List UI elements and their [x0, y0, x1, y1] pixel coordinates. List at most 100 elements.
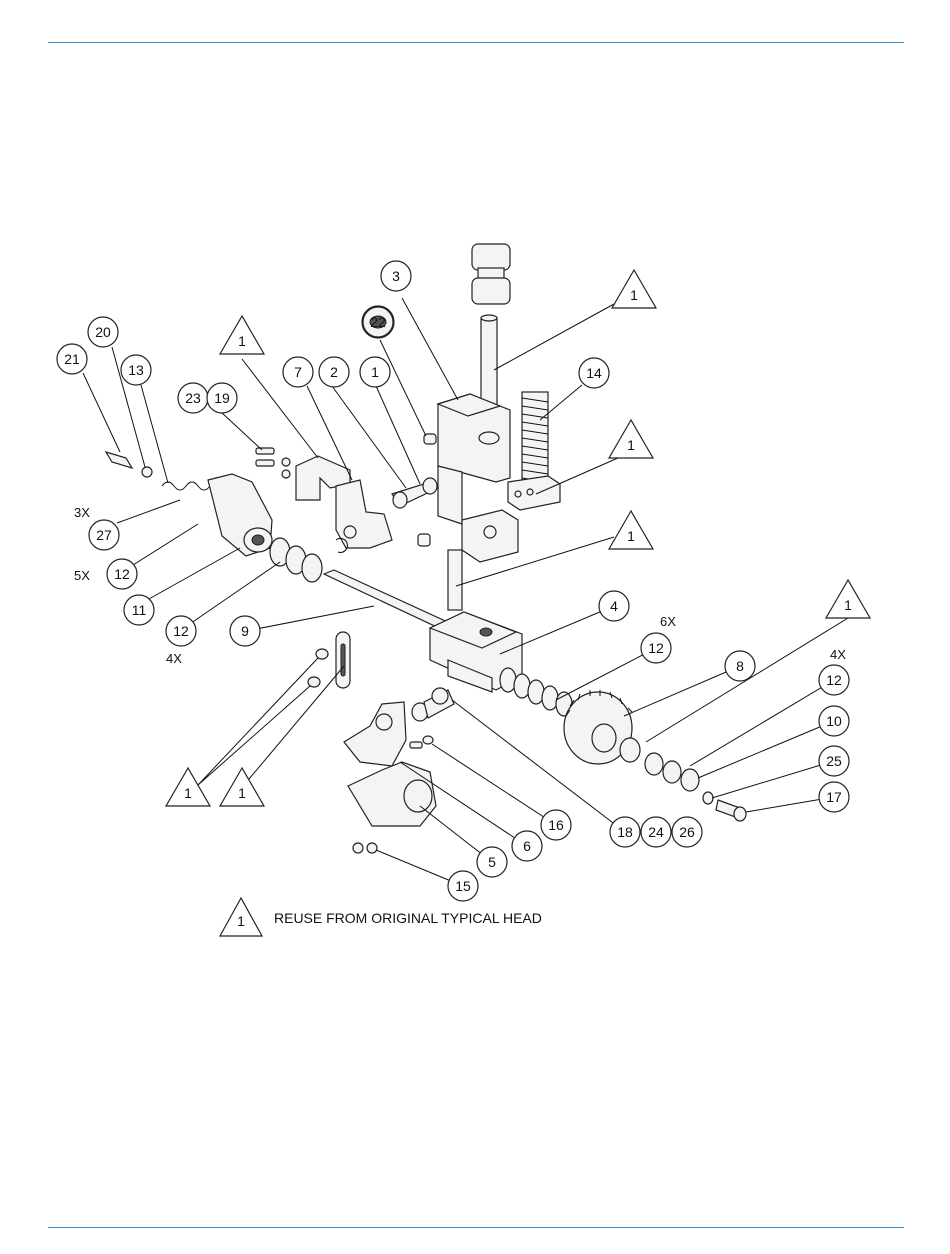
callout-balloon: 5 [477, 847, 507, 877]
part-block-3 [438, 394, 518, 562]
callout-label: 10 [826, 713, 842, 729]
callout-balloon: 10 [819, 706, 849, 736]
callout-label: 12 [173, 623, 189, 639]
callout-balloon: 12 [641, 633, 671, 663]
reuse-triangle: 1 [220, 316, 264, 354]
callout-label: 15 [455, 878, 471, 894]
callout-label: 8 [736, 658, 744, 674]
callout-balloon: 14 [579, 358, 609, 388]
callout-balloon: 4 [599, 591, 629, 621]
callout-label: 5 [488, 854, 496, 870]
quantity-label: 6X [660, 614, 676, 629]
callout-label: 27 [96, 527, 112, 543]
callout-balloon: 26 [672, 817, 702, 847]
part-pin-21 [106, 452, 132, 468]
part-screw-17 [716, 800, 746, 821]
callout-balloon: 23 [178, 383, 208, 413]
reuse-triangle: 1 [220, 768, 264, 806]
callout-balloon: 15 [448, 871, 478, 901]
callout-label: 16 [548, 817, 564, 833]
part-small-pin [418, 534, 430, 546]
part-knob [472, 244, 510, 304]
part-bracket-6 [344, 702, 406, 766]
part-screws-15 [353, 843, 377, 853]
callout-label: 12 [648, 640, 664, 656]
callout-label: 6 [523, 838, 531, 854]
callout-label: 14 [586, 365, 602, 381]
callout-balloon: 6 [512, 831, 542, 861]
callout-label: 4 [610, 598, 618, 614]
callout-balloon: 12 [819, 665, 849, 695]
part-washers-left [270, 538, 322, 582]
part-ball-20 [142, 467, 152, 477]
callout-balloon: 11 [124, 595, 154, 625]
part-screw-16 [410, 736, 433, 748]
callout-balloon: 9 [230, 616, 260, 646]
part-bushing-18 [412, 688, 454, 721]
callout-balloon: 27 [89, 520, 119, 550]
callout-label: 3 [392, 268, 400, 284]
callout-label: 19 [214, 390, 230, 406]
callout-label: 17 [826, 789, 842, 805]
callout-balloon: 1 [360, 357, 390, 387]
callout-label: 1 [371, 364, 379, 380]
quantity-label: 5X [74, 568, 90, 583]
callout-label: 9 [241, 623, 249, 639]
callout-label: 21 [64, 351, 80, 367]
legend-text: REUSE FROM ORIGINAL TYPICAL HEAD [274, 910, 542, 926]
part-screws-19-23 [256, 448, 290, 478]
quantity-label: 4X [166, 651, 182, 666]
callout-label: 26 [679, 824, 695, 840]
triangle-label: 1 [238, 785, 246, 801]
callout-label: 12 [114, 566, 130, 582]
callout-balloon: 16 [541, 810, 571, 840]
callout-balloon: 8 [725, 651, 755, 681]
triangle-label: 1 [844, 597, 852, 613]
triangle-label: 1 [630, 287, 638, 303]
quantity-label: 4X [830, 647, 846, 662]
callout-balloon: 18 [610, 817, 640, 847]
callout-balloon: 25 [819, 746, 849, 776]
triangle-label: 1 [184, 785, 192, 801]
triangle-label: 1 [627, 528, 635, 544]
callout-label: 2 [330, 364, 338, 380]
part-bracket-7 [296, 456, 392, 548]
part-pin-2 [392, 478, 438, 508]
part-washers-end [620, 738, 713, 804]
callout-label: 11 [132, 602, 147, 618]
callout-balloon: 13 [121, 355, 151, 385]
triangle-label: 1 [627, 437, 635, 453]
callout-label: 24 [648, 824, 664, 840]
part-lever-11 [208, 474, 272, 556]
callout-balloon: 17 [819, 782, 849, 812]
callout-label: 25 [826, 753, 842, 769]
callout-balloon: 2 [319, 357, 349, 387]
callout-label: 18 [617, 824, 633, 840]
quantity-label: 3X [74, 505, 90, 520]
part-bracket-5 [348, 762, 436, 826]
part-small-screws-left [308, 649, 328, 687]
legend: 1 REUSE FROM ORIGINAL TYPICAL HEAD [220, 898, 542, 936]
reuse-triangle: 1 [609, 420, 653, 458]
part-slotted-plate [336, 632, 350, 688]
callout-label: 23 [185, 390, 201, 406]
callout-label: 22 [370, 314, 386, 330]
callout-label: 12 [826, 672, 842, 688]
part-guide-rod [448, 550, 462, 610]
reuse-triangle: 1 [166, 768, 210, 806]
callout-balloon: 20 [88, 317, 118, 347]
callout-balloon: 19 [207, 383, 237, 413]
callout-balloon: 24 [641, 817, 671, 847]
callout-label: 13 [128, 362, 144, 378]
reuse-triangle: 1 [609, 511, 653, 549]
callout-balloon: 12 [166, 616, 196, 646]
callout-balloon: 7 [283, 357, 313, 387]
part-spring-block [508, 476, 560, 510]
callout-label: 7 [294, 364, 302, 380]
callout-balloon: 12 [107, 559, 137, 589]
part-washers-right [500, 668, 572, 716]
callout-balloon: 3 [381, 261, 411, 291]
part-spring-14 [522, 392, 548, 484]
triangle-label: 1 [238, 333, 246, 349]
